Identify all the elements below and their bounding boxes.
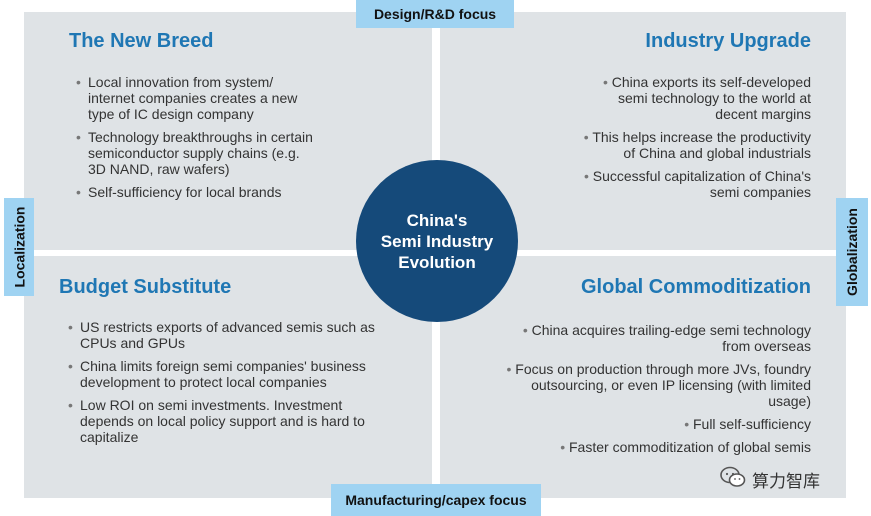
bullet-item: Successful capitalization of China's sem… (491, 168, 811, 200)
axis-label-globalization: Globalization (836, 198, 868, 306)
bullet-item: US restricts exports of advanced semis s… (66, 319, 406, 351)
bullet-item: Self-sufficiency for local brands (74, 184, 374, 200)
bullet-item: Full self-sufficiency (461, 416, 811, 432)
bullet-list: China acquires trailing-edge semi techno… (461, 322, 811, 462)
watermark-text: 算力智库 (752, 472, 820, 491)
center-label: China's Semi Industry Evolution (380, 210, 494, 272)
quadrant-global-commoditization: Global Commoditization China acquires tr… (440, 256, 846, 498)
bullet-item: Focus on production through more JVs, fo… (461, 361, 811, 409)
quadrant-title: Industry Upgrade (645, 30, 811, 52)
wechat-icon (720, 466, 746, 493)
quadrant-title: Global Commoditization (581, 276, 811, 298)
bullet-list: Local innovation from system/ internet c… (74, 74, 374, 207)
quadrant-title: The New Breed (69, 30, 214, 52)
quadrant-budget-substitute: Budget Substitute US restricts exports o… (24, 256, 432, 498)
quadrant-the-new-breed: The New Breed Local innovation from syst… (24, 12, 432, 250)
axis-label-localization: Localization (4, 198, 34, 296)
axis-label-manufacturing: Manufacturing/capex focus (331, 484, 541, 516)
bullet-list: China exports its self-developed semi te… (491, 74, 811, 207)
watermark: 算力智库 (720, 466, 820, 493)
bullet-item: This helps increase the productivity of … (491, 129, 811, 161)
center-circle: China's Semi Industry Evolution (356, 160, 518, 322)
bullet-item: China limits foreign semi companies' bus… (66, 358, 406, 390)
axis-label-text: Localization (11, 206, 27, 288)
quadrant-title: Budget Substitute (59, 276, 232, 298)
bullet-item: China acquires trailing-edge semi techno… (461, 322, 811, 354)
bullet-list: US restricts exports of advanced semis s… (66, 319, 406, 452)
bullet-item: Local innovation from system/ internet c… (74, 74, 374, 122)
bullet-item: Low ROI on semi investments. Investment … (66, 397, 406, 445)
bullet-item: Faster commoditization of global semis (461, 439, 811, 455)
bullet-item: China exports its self-developed semi te… (491, 74, 811, 122)
bullet-item: Technology breakthroughs in certain semi… (74, 129, 374, 177)
axis-label-design-rd: Design/R&D focus (356, 0, 514, 28)
axis-label-text: Globalization (844, 208, 861, 296)
